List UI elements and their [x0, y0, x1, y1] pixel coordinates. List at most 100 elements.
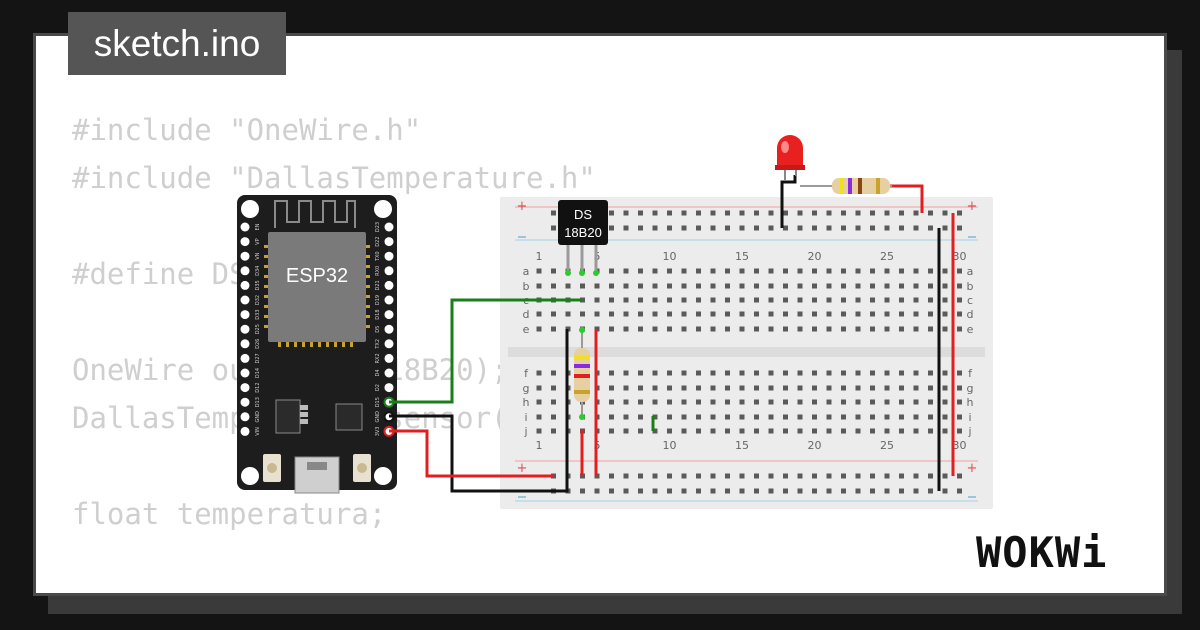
hole[interactable] [957, 326, 962, 332]
rail-hole[interactable] [696, 210, 701, 216]
hole[interactable] [928, 385, 933, 391]
rail-hole[interactable] [841, 210, 846, 216]
hole[interactable] [594, 283, 600, 289]
rail-hole[interactable] [696, 488, 701, 494]
hole[interactable] [928, 311, 933, 317]
rail-hole[interactable] [797, 488, 803, 494]
hole[interactable] [652, 268, 658, 274]
hole[interactable] [826, 283, 832, 289]
hole[interactable] [710, 370, 716, 376]
hole[interactable] [536, 428, 542, 434]
rail-hole[interactable] [797, 473, 803, 479]
rail-hole[interactable] [623, 225, 629, 231]
hole[interactable] [725, 268, 730, 274]
hole[interactable] [754, 385, 759, 391]
hole[interactable] [797, 268, 803, 274]
hole[interactable] [681, 399, 687, 405]
hole[interactable] [899, 326, 904, 332]
rail-hole[interactable] [855, 210, 861, 216]
esp32-pin-right[interactable] [384, 222, 394, 232]
hole[interactable] [551, 370, 556, 376]
hole[interactable] [957, 297, 962, 303]
rail-hole[interactable] [884, 225, 890, 231]
hole[interactable] [638, 399, 643, 405]
hole[interactable] [710, 399, 716, 405]
hole[interactable] [942, 297, 948, 303]
hole[interactable] [536, 268, 542, 274]
hole[interactable] [565, 311, 571, 317]
hole[interactable] [696, 414, 701, 420]
hole[interactable] [768, 399, 774, 405]
hole[interactable] [783, 268, 788, 274]
hole[interactable] [884, 311, 890, 317]
hole[interactable] [957, 385, 962, 391]
hole[interactable] [551, 385, 556, 391]
hole[interactable] [913, 370, 919, 376]
hole[interactable] [812, 428, 817, 434]
esp32-pin-left[interactable] [240, 353, 250, 363]
hole[interactable] [725, 370, 730, 376]
hole[interactable] [928, 414, 933, 420]
hole[interactable] [812, 268, 817, 274]
hole[interactable] [710, 385, 716, 391]
hole[interactable] [826, 268, 832, 274]
hole[interactable] [609, 283, 614, 289]
hole[interactable] [812, 370, 817, 376]
rail-hole[interactable] [754, 488, 759, 494]
hole[interactable] [652, 283, 658, 289]
hole[interactable] [696, 428, 701, 434]
hole[interactable] [855, 370, 861, 376]
hole[interactable] [841, 399, 846, 405]
hole[interactable] [783, 297, 788, 303]
esp32-pin-left[interactable] [240, 237, 250, 247]
hole[interactable] [725, 385, 730, 391]
hole[interactable] [667, 414, 672, 420]
rail-hole[interactable] [855, 225, 861, 231]
rail-hole[interactable] [681, 473, 687, 479]
rail-hole[interactable] [551, 473, 556, 479]
hole[interactable] [913, 385, 919, 391]
rail-hole[interactable] [623, 210, 629, 216]
hole[interactable] [797, 414, 803, 420]
hole[interactable] [667, 283, 672, 289]
hole[interactable] [913, 311, 919, 317]
hole[interactable] [609, 399, 614, 405]
hole[interactable] [580, 283, 585, 289]
hole[interactable] [536, 311, 542, 317]
wokwi-logo[interactable]: WOKWi [976, 528, 1108, 577]
hole[interactable] [536, 385, 542, 391]
esp32-pin-left[interactable] [240, 222, 250, 232]
hole[interactable] [638, 326, 643, 332]
hole[interactable] [913, 399, 919, 405]
hole[interactable] [551, 399, 556, 405]
esp32-pin-left[interactable] [240, 266, 250, 276]
rail-hole[interactable] [652, 225, 658, 231]
hole[interactable] [739, 311, 745, 317]
hole[interactable] [638, 414, 643, 420]
hole[interactable] [870, 268, 875, 274]
esp32-pin-left[interactable] [240, 412, 250, 422]
rail-hole[interactable] [580, 488, 585, 494]
hole[interactable] [594, 297, 600, 303]
hole[interactable] [957, 311, 962, 317]
rail-hole[interactable] [928, 473, 933, 479]
hole[interactable] [870, 428, 875, 434]
hole[interactable] [899, 399, 904, 405]
rail-hole[interactable] [652, 488, 658, 494]
rail-hole[interactable] [870, 225, 875, 231]
rail-hole[interactable] [696, 473, 701, 479]
rail-hole[interactable] [739, 473, 745, 479]
rail-hole[interactable] [899, 488, 904, 494]
led-resistor[interactable] [800, 178, 892, 194]
rail-hole[interactable] [754, 473, 759, 479]
esp32-pin-right[interactable] [384, 280, 394, 290]
hole[interactable] [884, 268, 890, 274]
hole[interactable] [710, 428, 716, 434]
esp32-pin-left[interactable] [240, 339, 250, 349]
hole[interactable] [899, 268, 904, 274]
hole[interactable] [797, 283, 803, 289]
hole[interactable] [841, 428, 846, 434]
hole[interactable] [681, 385, 687, 391]
hole[interactable] [884, 370, 890, 376]
hole[interactable] [739, 268, 745, 274]
